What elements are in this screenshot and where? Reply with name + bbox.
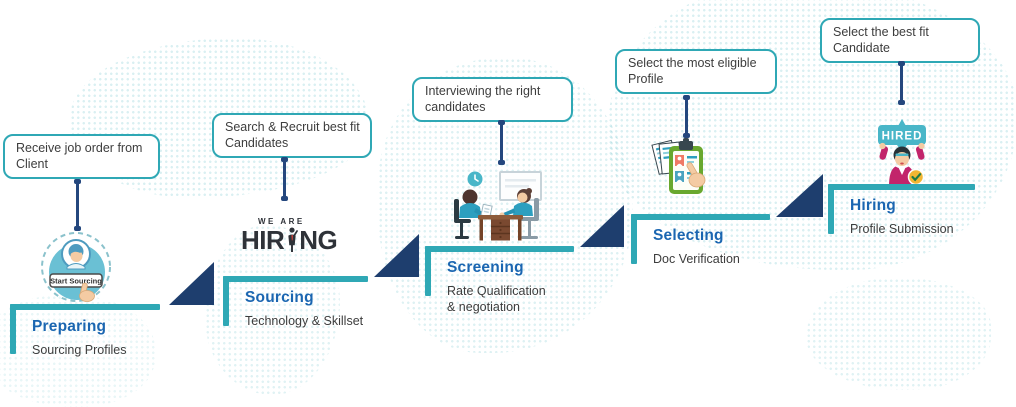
start-sourcing-icon: Start Sourcing <box>40 230 112 304</box>
step-leg-screening <box>425 246 431 296</box>
hiring-word-left: HIR <box>241 225 285 255</box>
step-subtitle-sourcing: Technology & Skillset <box>245 314 364 328</box>
pointing-hand-icon <box>686 162 706 188</box>
connector-preparing <box>74 179 81 231</box>
step-leg-sourcing <box>223 276 229 326</box>
step-leg-preparing <box>10 304 16 354</box>
hiring-word-right: NG <box>299 225 338 255</box>
callout-screening-text: Interviewing the right candidates <box>425 84 541 115</box>
step-title-screening: Screening <box>447 259 524 276</box>
step-title-sourcing: Sourcing <box>245 289 314 306</box>
step-subtitle-hiring: Profile Submission <box>850 222 954 236</box>
step-subtitle-screening: Rate Qualification & negotiation <box>447 284 546 315</box>
callout-sourcing: Search & Recruit best fit Candidates <box>212 113 372 158</box>
step-arrow-1 <box>169 262 214 305</box>
step-title-hiring: Hiring <box>850 197 896 214</box>
callout-sourcing-text: Search & Recruit best fit Candidates <box>225 120 360 151</box>
map-dots-australia <box>806 278 991 390</box>
connector-sourcing <box>281 157 288 201</box>
step-subtitle-selecting: Doc Verification <box>653 252 740 266</box>
hired-character-icon: HIRED <box>871 118 933 186</box>
callout-selecting: Select the most eligible Profile <box>615 49 777 94</box>
callout-selecting-text: Select the most eligible Profile <box>628 56 757 87</box>
step-arrow-3 <box>580 205 624 247</box>
cursor-hand-icon <box>79 282 95 302</box>
profile-clipboard-icon <box>651 136 713 202</box>
map-dots-left-edge <box>0 295 155 407</box>
step-bar-preparing <box>10 304 160 310</box>
step-arrow-2 <box>374 234 419 277</box>
callout-preparing: Receive job order from Client <box>3 134 160 179</box>
step-bar-selecting <box>631 214 770 220</box>
hired-sign-label: HIRED <box>882 131 923 143</box>
connector-hiring <box>898 61 905 105</box>
callout-hiring: Select the best fit Candidate <box>820 18 980 63</box>
callout-hiring-text: Select the best fit Candidate <box>833 25 929 56</box>
step-subtitle-preparing: Sourcing Profiles <box>32 343 127 357</box>
step-arrow-4 <box>776 174 823 217</box>
step-leg-hiring <box>828 184 834 234</box>
step-bar-hiring <box>828 184 975 190</box>
start-sourcing-button-label: Start Sourcing <box>50 277 102 286</box>
connector-selecting <box>683 95 690 138</box>
step-bar-sourcing <box>223 276 368 282</box>
step-bar-screening <box>425 246 574 252</box>
callout-preparing-text: Receive job order from Client <box>16 141 143 172</box>
businessman-silhouette-icon <box>288 227 299 253</box>
we-are-hiring-icon: WE ARE HIR NG <box>241 217 346 257</box>
interview-illustration-icon <box>448 166 548 243</box>
we-are-tagline: WE ARE <box>258 217 305 226</box>
step-title-selecting: Selecting <box>653 227 724 244</box>
step-leg-selecting <box>631 214 637 264</box>
step-title-preparing: Preparing <box>32 318 107 335</box>
callout-screening: Interviewing the right candidates <box>412 77 573 122</box>
connector-screening <box>498 120 505 165</box>
